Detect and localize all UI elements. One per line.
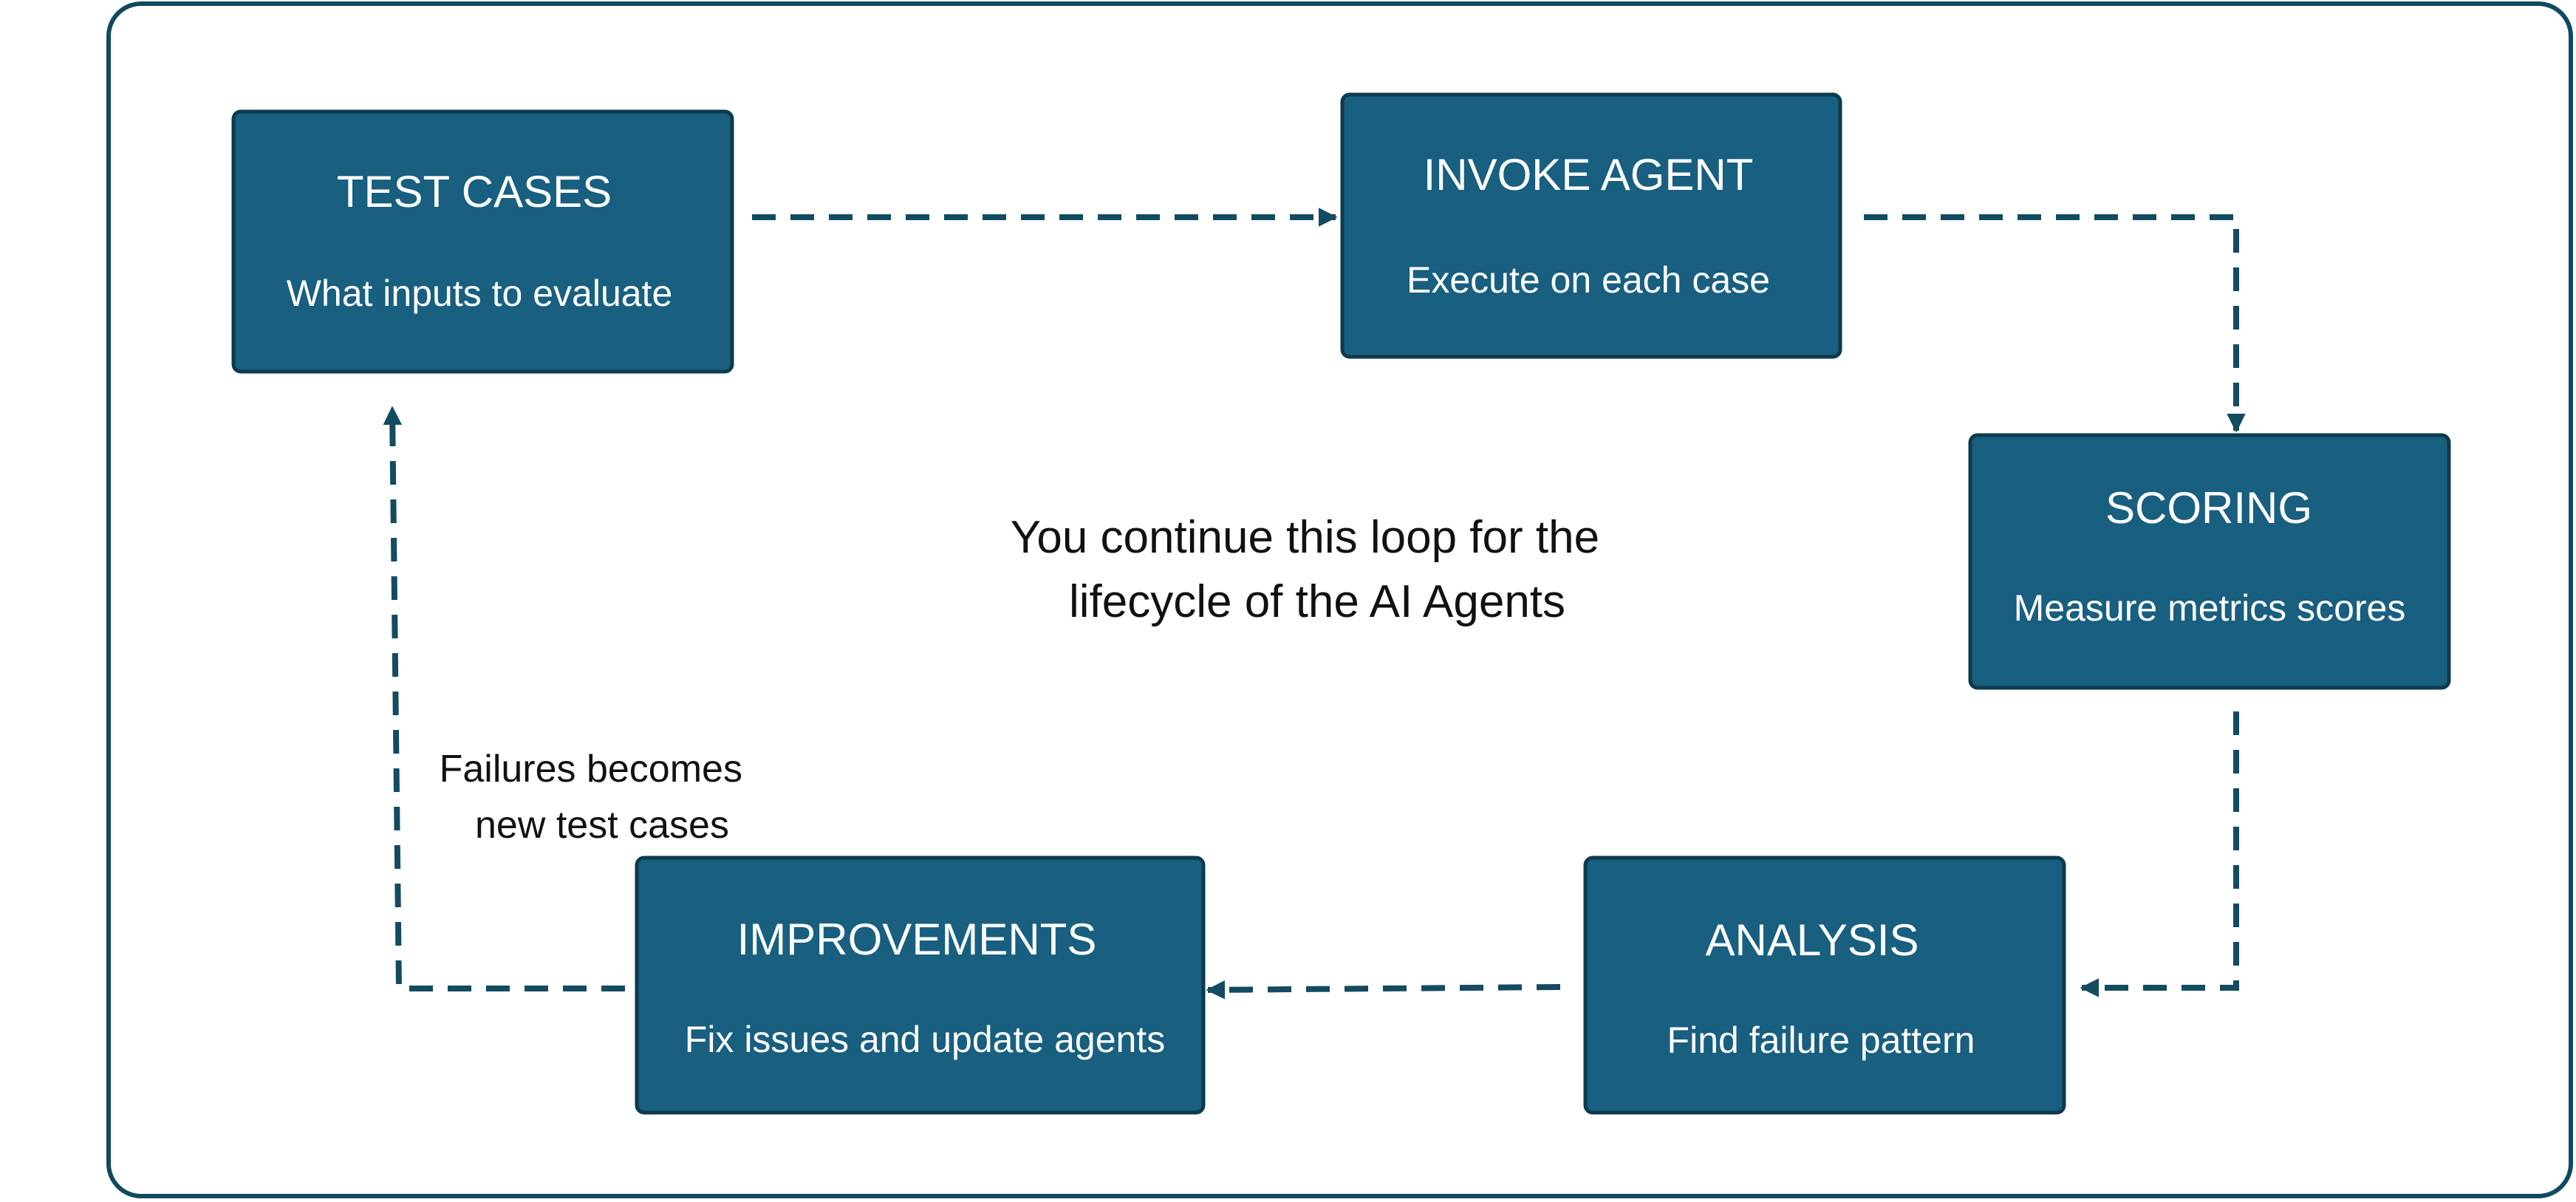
node-analysis: ANALYSIS Find failure pattern [1583, 856, 2066, 1115]
node-scoring-box [1968, 433, 2451, 690]
node-test-cases-subtitle: What inputs to evaluate [287, 273, 673, 314]
node-improvements-subtitle: Fix issues and update agents [685, 1019, 1165, 1060]
node-invoke-agent-subtitle: Execute on each case [1407, 259, 1770, 301]
node-test-cases-box [231, 109, 734, 374]
feedback-edge-label-line-2: new test cases [475, 804, 729, 847]
node-scoring-title: SCORING [2105, 483, 2312, 533]
node-improvements-title: IMPROVEMENTS [737, 915, 1097, 964]
node-test-cases: TEST CASES What inputs to evaluate [231, 109, 734, 374]
node-improvements: IMPROVEMENTS Fix issues and update agent… [635, 856, 1206, 1115]
node-scoring: SCORING Measure metrics scores [1968, 433, 2451, 690]
feedback-edge-label-line-1: Failures becomes [440, 748, 742, 790]
node-invoke-agent-title: INVOKE AGENT [1424, 150, 1754, 199]
arrow-scoring-to-analysis [2080, 711, 2239, 997]
loop-note: You continue this loop for the lifecycle… [1011, 512, 1613, 627]
node-test-cases-title: TEST CASES [337, 167, 612, 216]
node-analysis-box [1583, 856, 2066, 1115]
arrow-invoke-agent-to-scoring [1864, 214, 2246, 433]
node-analysis-title: ANALYSIS [1705, 915, 1919, 965]
node-invoke-agent: INVOKE AGENT Execute on each case [1340, 92, 1842, 359]
node-scoring-subtitle: Measure metrics scores [2014, 587, 2406, 629]
arrow-analysis-to-improvements [1206, 980, 1561, 1000]
node-improvements-box [635, 856, 1206, 1115]
loop-note-line-2: lifecycle of the AI Agents [1069, 576, 1565, 627]
loop-note-line-1: You continue this loop for the [1011, 512, 1599, 563]
feedback-edge-label: Failures becomes new test cases [440, 748, 754, 847]
node-analysis-subtitle: Find failure pattern [1667, 1020, 1975, 1061]
node-invoke-agent-box [1340, 92, 1842, 359]
